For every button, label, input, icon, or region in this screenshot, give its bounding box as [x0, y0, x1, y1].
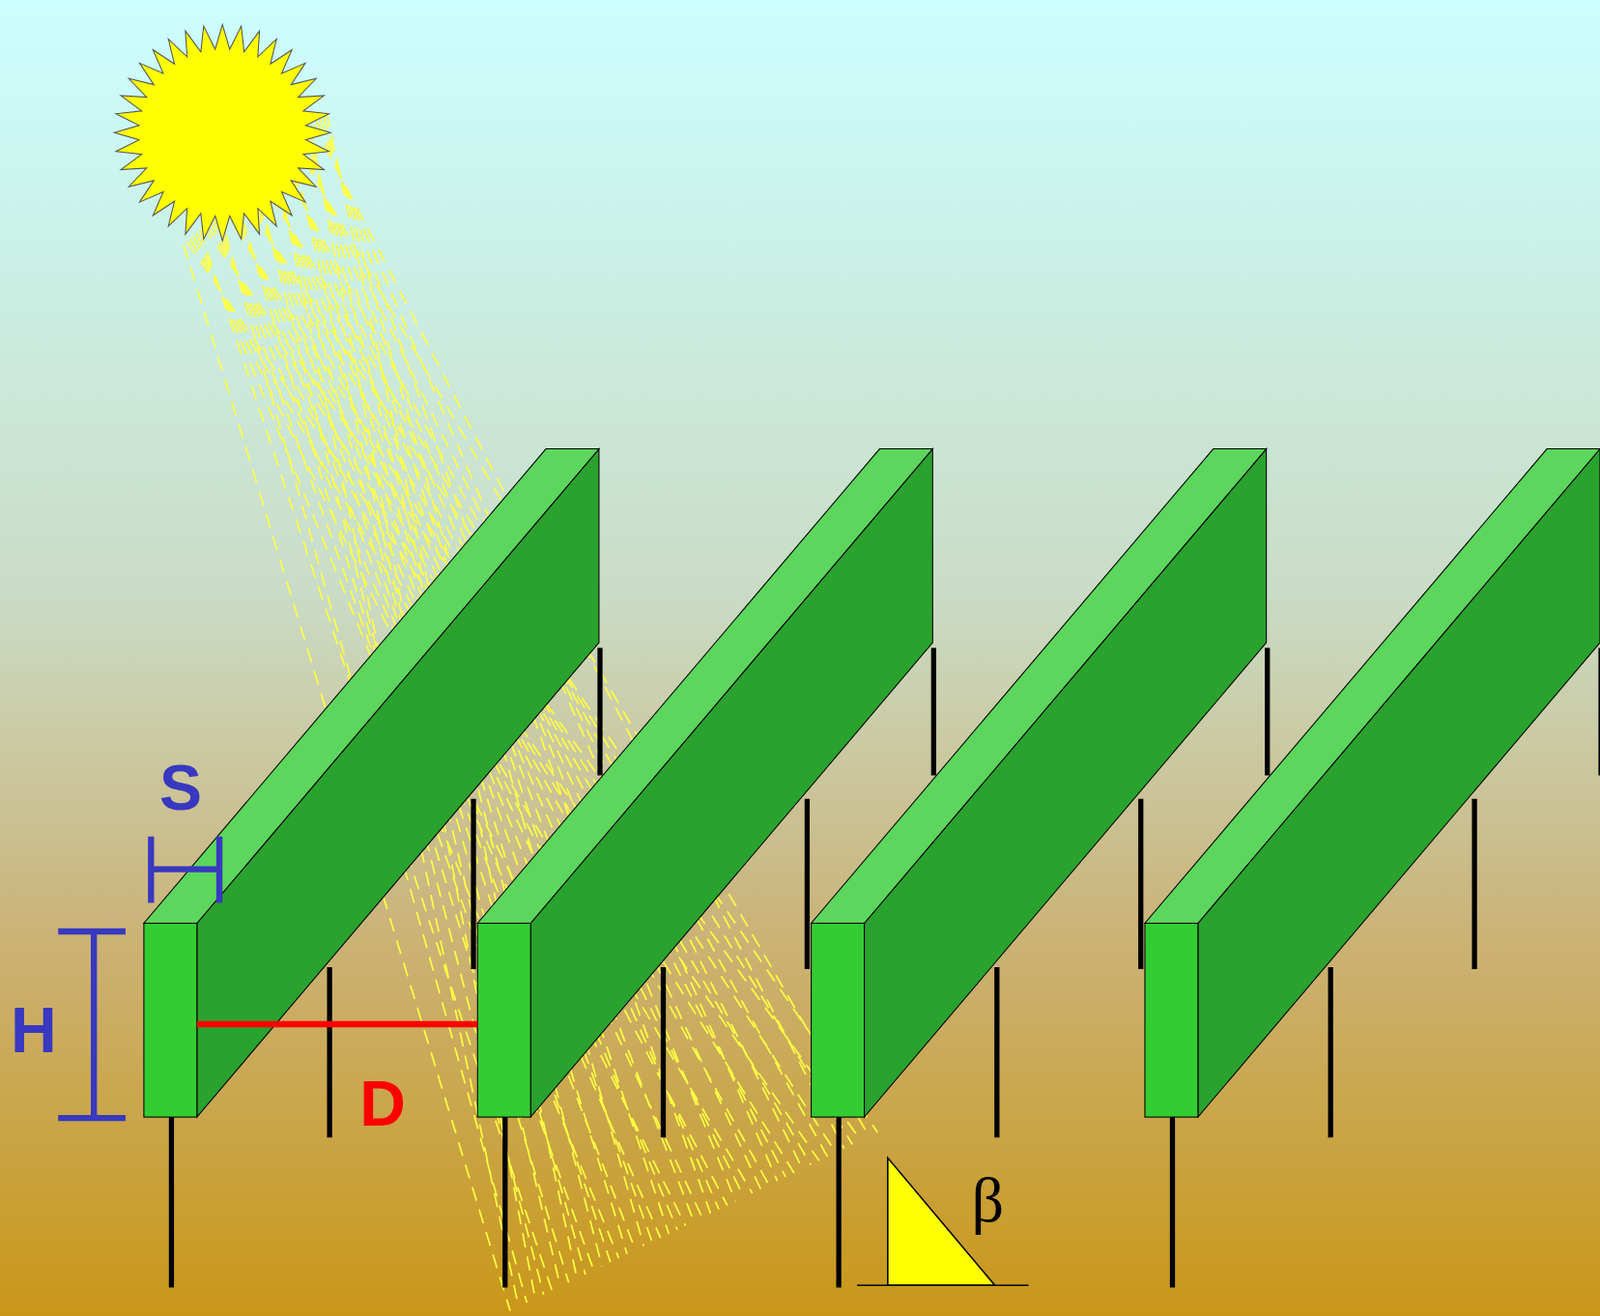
angle-triangle — [857, 1157, 1029, 1286]
hedgerow — [1144, 449, 1600, 1288]
dimension-label: S — [159, 755, 202, 820]
dimension-label: D — [359, 1071, 406, 1136]
hedgerows — [143, 449, 1600, 1288]
distance-line — [197, 1021, 478, 1028]
sun — [114, 24, 331, 241]
dimension-brackets — [57, 836, 220, 1118]
dimension-label: β — [971, 1168, 1005, 1232]
sun-ray — [197, 232, 620, 1258]
sun-ray — [193, 235, 686, 1226]
dimension-label: H — [10, 998, 58, 1062]
